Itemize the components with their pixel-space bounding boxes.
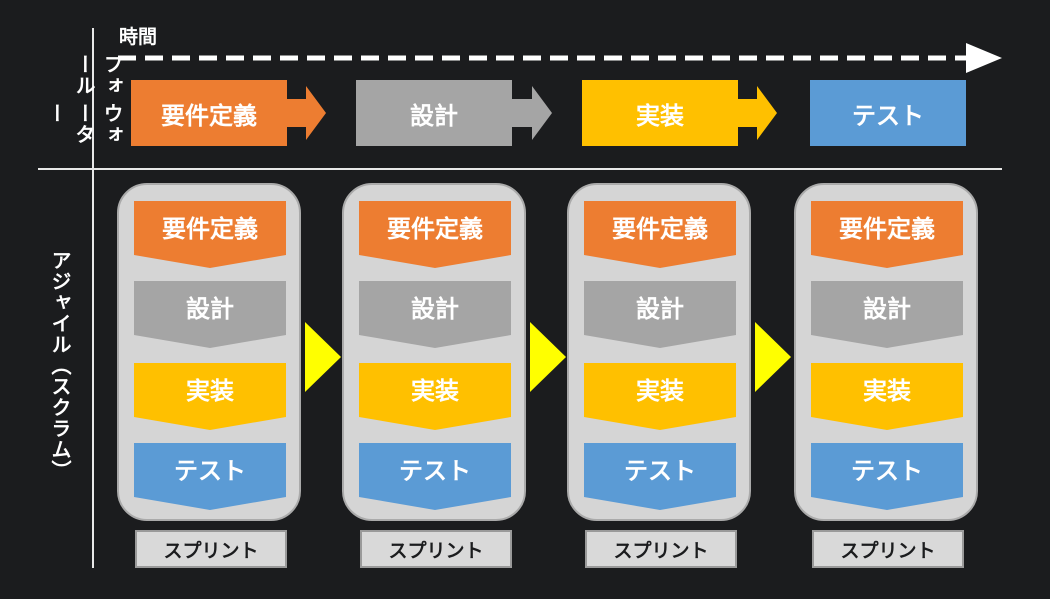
- waterfall-label-line1: ウォーター: [44, 102, 124, 145]
- sprint-capsule: 要件定義設計実装テスト: [342, 183, 526, 521]
- sprint-capsule: 要件定義設計実装テスト: [567, 183, 751, 521]
- sprint-capsule: 要件定義設計実装テスト: [794, 183, 978, 521]
- agile-row-label: アジャイル（スクラム）: [48, 250, 72, 481]
- sprint-step-requirements: 要件定義: [134, 201, 286, 268]
- time-arrow-icon: [118, 43, 1002, 73]
- sprint-step-requirements: 要件定義: [359, 201, 511, 268]
- sprint-label-box: スプリント: [812, 530, 964, 568]
- next-sprint-arrow-icon: [755, 322, 791, 392]
- waterfall-design-label: 設計: [410, 101, 458, 130]
- sprint-step-requirements: 要件定義: [584, 201, 736, 268]
- next-sprint-arrow-icon: [530, 322, 566, 392]
- sprint-step-implementation: 実装: [584, 363, 736, 430]
- sprint-label-box: スプリント: [135, 530, 287, 568]
- sprint-step-label: 実装: [411, 377, 459, 405]
- sprint-label: スプリント: [163, 539, 259, 562]
- sprint-step-label: 要件定義: [387, 215, 483, 243]
- waterfall-arrow-shape: [510, 86, 552, 140]
- sprint-capsule: 要件定義設計実装テスト: [117, 183, 301, 521]
- vertical-divider: [92, 28, 94, 568]
- sprint-label: スプリント: [840, 539, 936, 562]
- sprint-step-label: 実装: [863, 377, 911, 405]
- sprint-step-label: 要件定義: [612, 215, 708, 243]
- sprint-step-label: テスト: [624, 457, 696, 485]
- sprint-step-test: テスト: [359, 443, 511, 510]
- next-sprint-arrow-icon: [305, 322, 341, 392]
- sprint-step-requirements: 要件定義: [811, 201, 963, 268]
- sprint-label: スプリント: [388, 539, 484, 562]
- sprint-label-box: スプリント: [585, 530, 737, 568]
- sprint-step-test: テスト: [811, 443, 963, 510]
- waterfall-row-label: ウォーター フォール: [36, 54, 126, 164]
- sprint-step-label: テスト: [399, 457, 471, 485]
- sprint-step-implementation: 実装: [134, 363, 286, 430]
- sprint-step-label: 実装: [186, 377, 234, 405]
- sprint-step-label: 要件定義: [839, 215, 935, 243]
- sprint-step-design: 設計: [584, 281, 736, 348]
- waterfall-arrow-icon: [284, 86, 326, 140]
- sprint-step-implementation: 実装: [811, 363, 963, 430]
- sprint-step-design: 設計: [359, 281, 511, 348]
- sprint-step-label: 設計: [636, 295, 684, 323]
- horizontal-divider: [38, 168, 1002, 170]
- waterfall-arrow-icon: [510, 86, 552, 140]
- sprint-step-label: テスト: [851, 457, 923, 485]
- waterfall-test-box: テスト: [810, 80, 966, 146]
- sprint-label-box: スプリント: [360, 530, 512, 568]
- waterfall-label-line2: フォール: [72, 54, 124, 96]
- waterfall-implementation-box: 実装: [582, 80, 738, 146]
- waterfall-arrow-shape: [735, 86, 777, 140]
- sprint-step-label: 設計: [411, 295, 459, 323]
- sprint-label: スプリント: [613, 539, 709, 562]
- sprint-step-label: テスト: [174, 457, 246, 485]
- waterfall-arrow-icon: [735, 86, 777, 140]
- sprint-step-label: 設計: [863, 295, 911, 323]
- waterfall-test-label: テスト: [852, 101, 924, 130]
- waterfall-arrow-shape: [284, 86, 326, 140]
- time-axis-label: 時間: [119, 26, 158, 48]
- waterfall-requirements-label: 要件定義: [161, 101, 257, 130]
- sprint-step-label: 設計: [186, 295, 234, 323]
- sprint-step-implementation: 実装: [359, 363, 511, 430]
- sprint-step-test: テスト: [584, 443, 736, 510]
- waterfall-requirements-box: 要件定義: [131, 80, 287, 146]
- waterfall-design-box: 設計: [356, 80, 512, 146]
- sprint-step-design: 設計: [811, 281, 963, 348]
- sprint-step-label: 実装: [636, 377, 684, 405]
- sprint-step-test: テスト: [134, 443, 286, 510]
- sprint-step-design: 設計: [134, 281, 286, 348]
- waterfall-implementation-label: 実装: [636, 101, 684, 130]
- sprint-step-label: 要件定義: [162, 215, 258, 243]
